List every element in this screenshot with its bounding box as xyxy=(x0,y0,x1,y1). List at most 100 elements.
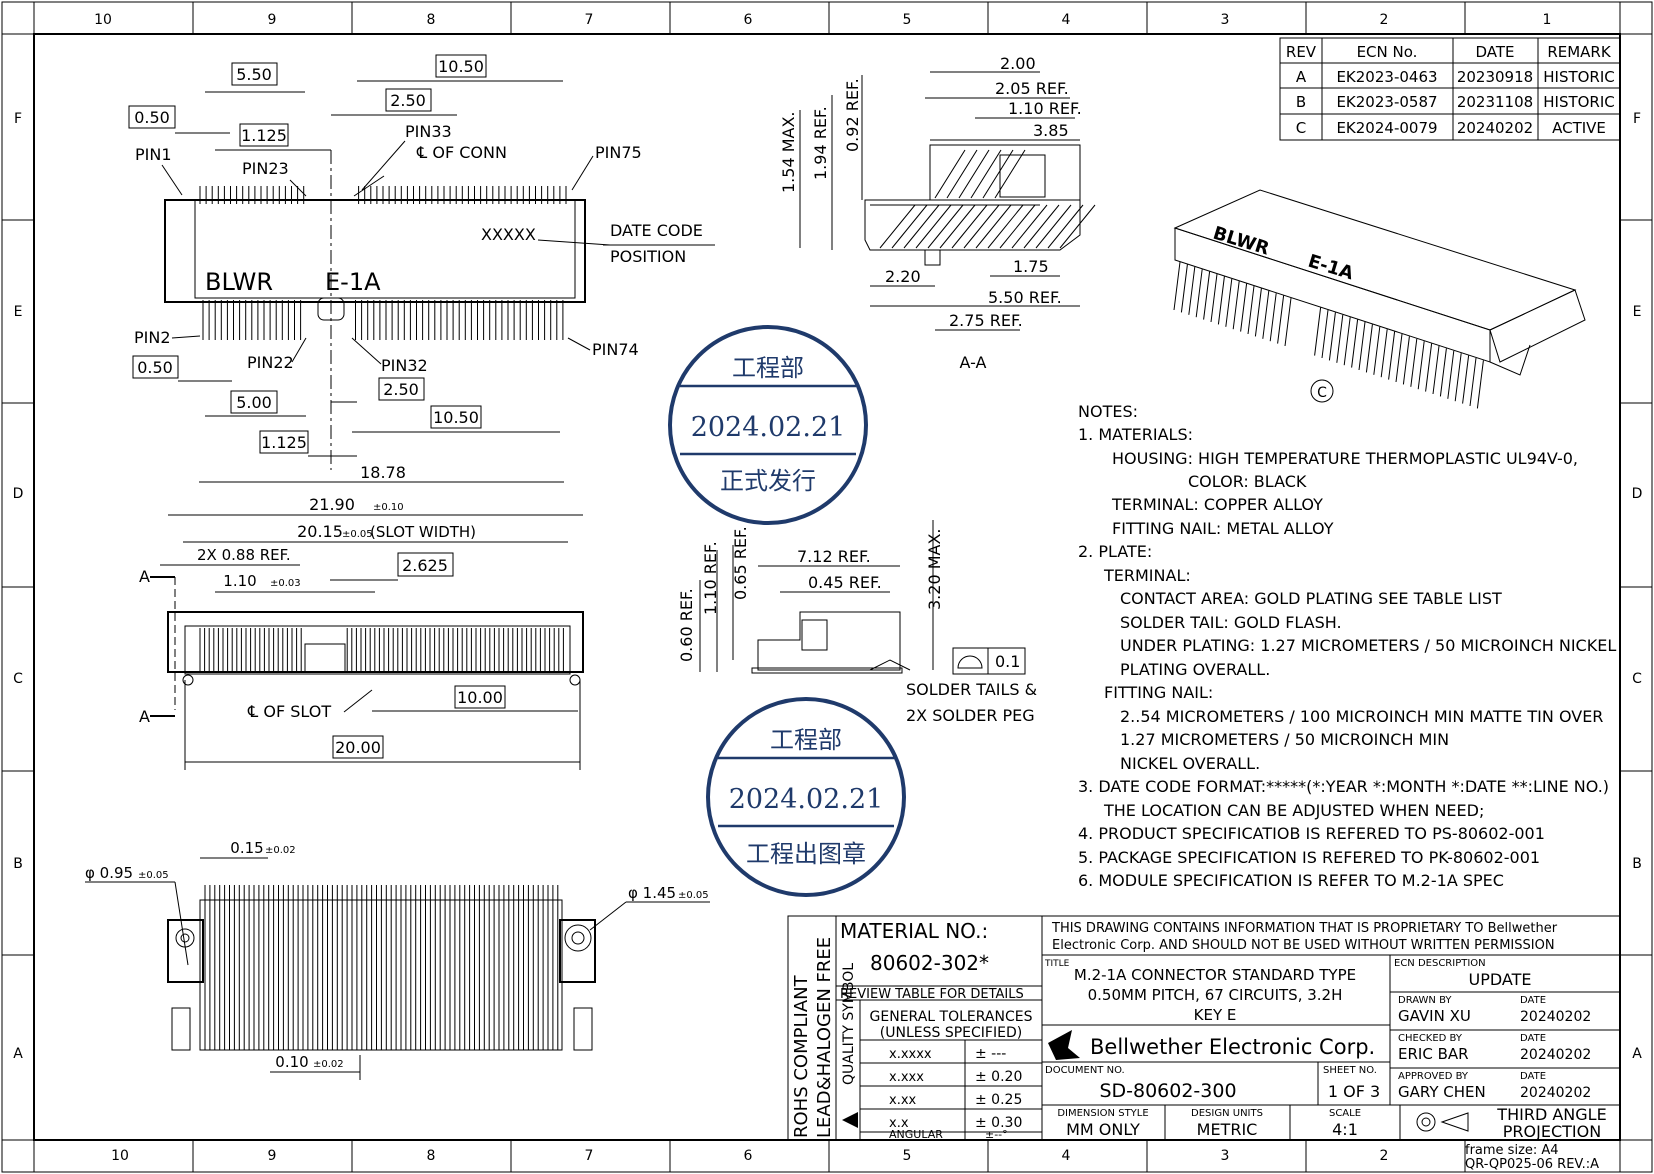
front-view: 21.90 ±0.10 20.15 ±0.05 (SLOT WIDTH) 2X … xyxy=(139,495,584,770)
date-code-mark: XXXXX xyxy=(481,225,536,244)
dim-18-78: 18.78 xyxy=(360,463,406,482)
dim-7-12-ref: 7.12 REF. xyxy=(797,547,871,566)
note-line: HOUSING: HIGH TEMPERATURE THERMOPLASTIC … xyxy=(1112,449,1578,468)
tol-value: ± 0.25 xyxy=(975,1092,1022,1108)
row-label-left: D xyxy=(13,486,24,502)
column-labels-bottom: 10 9 8 7 6 5 4 3 2 xyxy=(111,1148,1388,1164)
section-mark-a-bottom: A xyxy=(139,707,150,726)
flatness-value: 0.1 xyxy=(995,652,1020,671)
pin22-label: PIN22 xyxy=(247,353,294,372)
note-line: CONTACT AREA: GOLD PLATING SEE TABLE LIS… xyxy=(1120,589,1502,608)
rev-cell: HISTORIC xyxy=(1543,68,1615,86)
design-units-label: DESIGN UNITS xyxy=(1191,1108,1263,1119)
rev-cell: EK2023-0587 xyxy=(1336,93,1437,111)
checked-by: ERIC BAR xyxy=(1398,1045,1469,1063)
section-hatch xyxy=(879,149,1096,249)
side-view: 7.12 REF. 0.45 REF. 3.20 MAX. 0.65 REF. … xyxy=(677,520,1037,725)
tolerance-title: GENERAL TOLERANCES xyxy=(870,1009,1033,1025)
pin-lead xyxy=(1462,355,1470,404)
hatch-line xyxy=(1059,204,1096,249)
scale-value: 4:1 xyxy=(1332,1120,1358,1139)
col-label: 1 xyxy=(1543,12,1552,28)
pin-lead xyxy=(1402,336,1410,385)
row-label-right: D xyxy=(1632,486,1643,502)
hatch-line xyxy=(982,149,1014,199)
pin-lead xyxy=(1439,348,1447,397)
row-label-right: F xyxy=(1633,111,1641,127)
pin-lead xyxy=(1188,266,1196,315)
note-line: TERMINAL: COPPER ALLOY xyxy=(1111,495,1323,514)
pin-lead xyxy=(1425,343,1433,392)
col-label: 8 xyxy=(427,1148,436,1164)
row-label-right: A xyxy=(1632,1046,1642,1062)
dim-0-60-ref: 0.60 REF. xyxy=(677,588,696,662)
dim-1-75: 1.75 xyxy=(1013,257,1049,276)
dim-1-125-top: 1.125 xyxy=(241,126,287,145)
dim-2-50-bottom: 2.50 xyxy=(383,380,419,399)
dim-21-90: 21.90 xyxy=(309,495,355,514)
tol-value: ± --- xyxy=(975,1046,1006,1062)
pin-lead xyxy=(1321,309,1329,359)
material-no: 80602-302* xyxy=(870,951,989,975)
pin-lead xyxy=(1314,307,1322,356)
col-label: 6 xyxy=(744,1148,753,1164)
side-note-2: 2X SOLDER PEG xyxy=(906,706,1035,725)
rev-cell: 20231108 xyxy=(1457,93,1533,111)
pin-lead xyxy=(1203,271,1211,320)
pin-lead xyxy=(1225,278,1233,327)
cl-slot-label: ℄ OF SLOT xyxy=(247,702,331,721)
pin-lead xyxy=(1380,329,1388,378)
note-line: COLOR: BLACK xyxy=(1188,472,1307,491)
col-label: 7 xyxy=(585,12,594,28)
hatch-line xyxy=(939,204,976,249)
company-name: Bellwether Electronic Corp. xyxy=(1090,1035,1375,1059)
rev-cell: EK2024-0079 xyxy=(1336,119,1437,137)
hatch-line xyxy=(915,204,952,249)
design-units: METRIC xyxy=(1197,1120,1258,1139)
stamp-drawing: 工程部 2024.02.21 工程出图章 xyxy=(706,697,906,897)
doc-no: SD-80602-300 xyxy=(1099,1080,1236,1102)
tol-key: x.xxxx xyxy=(889,1047,932,1062)
tol-key: x.xx xyxy=(889,1093,917,1108)
rev-header: DATE xyxy=(1475,43,1514,61)
tol-key: x.x xyxy=(889,1116,909,1131)
flatness-frame xyxy=(952,647,1026,675)
drawing-title-1: M.2-1A CONNECTOR STANDARD TYPE xyxy=(1074,966,1356,984)
stamp-bottom-text: 工程出图章 xyxy=(746,840,866,868)
pin-lead xyxy=(1454,353,1462,402)
rohs-label: ROHS COMPLIANT xyxy=(791,974,812,1138)
note-line: SOLDER TAIL: GOLD FLASH. xyxy=(1120,613,1342,632)
hatch-line xyxy=(879,204,916,249)
pin-lead xyxy=(1269,293,1277,342)
dim-slot-width: (SLOT WIDTH) xyxy=(370,523,476,541)
hatch-line xyxy=(951,204,988,249)
hatch-line xyxy=(1023,204,1060,249)
stamp-release: 工程部 2024.02.21 正式发行 xyxy=(668,325,868,525)
top-view-lower-pins xyxy=(202,300,564,340)
dim-0-15: 0.15 xyxy=(230,839,263,857)
pin23-label: PIN23 xyxy=(242,159,289,178)
rev-header: REV xyxy=(1286,43,1317,61)
review-label: REVIEW TABLE FOR DETAILS xyxy=(840,987,1024,1002)
dim-0-10-tol: ±0.02 xyxy=(313,1059,344,1070)
section-view: 2.00 2.05 REF. 1.10 REF. 3.85 1.54 MAX. … xyxy=(779,54,1096,372)
pin-lead xyxy=(1284,297,1292,347)
col-label: 9 xyxy=(268,12,277,28)
front-view-body xyxy=(167,611,584,673)
col-label: 8 xyxy=(427,12,436,28)
col-label: 5 xyxy=(903,12,912,28)
hatch-line xyxy=(999,204,1036,249)
col-label: 4 xyxy=(1062,12,1071,28)
drawing-title-2: 0.50MM PITCH, 67 CIRCUITS, 3.2H xyxy=(1088,986,1343,1004)
notes-title: NOTES: xyxy=(1078,402,1138,421)
dim-0-15-tol: ±0.02 xyxy=(265,845,296,856)
pin-lead xyxy=(1173,261,1181,311)
pin-lead xyxy=(1395,333,1403,383)
front-view-pins xyxy=(199,628,564,672)
top-body-text-2: E-1A xyxy=(325,268,381,296)
hatch-line xyxy=(927,204,964,249)
pin-lead xyxy=(1373,326,1381,375)
hatch-line xyxy=(975,204,1012,249)
row-label-left: B xyxy=(13,856,23,872)
